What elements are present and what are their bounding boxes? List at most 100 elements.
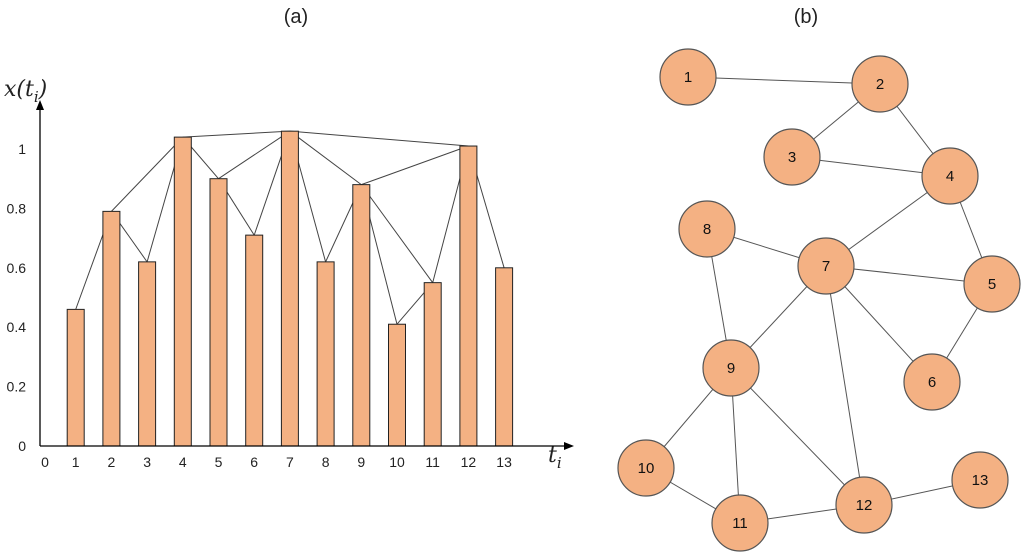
y-tick-label: 0.8 (7, 200, 27, 216)
x-origin-label: 0 (41, 454, 49, 470)
node-4: 4 (921, 147, 979, 205)
x-axis-arrow-icon (564, 442, 574, 450)
x-tick-label-9: 9 (357, 454, 365, 470)
node-label-6: 6 (928, 374, 936, 391)
panel-a-label: (a) (284, 6, 308, 28)
node-circle-10 (617, 439, 675, 497)
axes (36, 100, 574, 450)
visibility-edge-5-7 (218, 130, 291, 180)
node-circle-11 (711, 494, 769, 552)
node-circle-5 (963, 255, 1021, 313)
x-axis-title: ti (548, 443, 562, 472)
x-tick-label-8: 8 (322, 454, 330, 470)
network-edge-7-12 (825, 265, 865, 506)
node-label-12: 12 (856, 497, 873, 514)
x-tick-label-3: 3 (143, 454, 151, 470)
node-label-11: 11 (732, 515, 748, 532)
node-label-4: 4 (946, 168, 954, 185)
node-3: 3 (763, 128, 821, 186)
bar-5 (209, 178, 228, 447)
visibility-edge-7-9 (289, 130, 362, 186)
bar-8 (316, 261, 335, 447)
y-axis-title: x(ti) (4, 77, 47, 106)
x-tick-label-1: 1 (72, 454, 80, 470)
y-tick-label: 0.2 (7, 379, 27, 395)
node-10: 10 (617, 439, 675, 497)
x-tick-label-2: 2 (108, 454, 116, 470)
bar-2 (102, 210, 121, 447)
y-axis-title-sub: i (34, 88, 39, 106)
node-label-9: 9 (727, 360, 735, 377)
node-circle-1 (659, 48, 717, 106)
node-circle-7 (797, 237, 855, 295)
x-tick-label-7: 7 (286, 454, 294, 470)
node-label-2: 2 (876, 76, 884, 93)
y-axis-title-main: x(t (4, 77, 34, 102)
y-axis-title-close: ) (38, 77, 48, 102)
y-tick-label: 0.4 (7, 319, 27, 335)
node-12: 12 (835, 476, 893, 534)
visibility-edge-4-7 (182, 130, 290, 138)
node-label-13: 13 (972, 472, 989, 489)
x-tick-label-11: 11 (425, 454, 440, 470)
node-label-5: 5 (988, 276, 996, 293)
bar-1 (66, 308, 85, 447)
node-circle-6 (903, 353, 961, 411)
visibility-edge-7-12 (289, 130, 469, 147)
node-6: 6 (903, 353, 961, 411)
panel-b-label: (b) (794, 6, 818, 28)
node-circle-3 (763, 128, 821, 186)
y-tick-label: 0 (18, 438, 26, 454)
network-edge-9-12 (730, 367, 865, 506)
visibility-edge-9-11 (360, 184, 434, 283)
visibility-edge-2-4 (111, 136, 184, 212)
network-edge-1-2 (687, 76, 881, 85)
node-label-10: 10 (638, 460, 655, 477)
node-circle-9 (702, 339, 760, 397)
x-tick-label-12: 12 (461, 454, 477, 470)
bar-3 (138, 261, 157, 447)
node-8: 8 (678, 200, 736, 258)
bar-12 (459, 145, 478, 447)
node-circle-8 (678, 200, 736, 258)
bar-13 (495, 267, 514, 447)
visibility-edge-9-12 (361, 145, 469, 186)
y-tick-label: 0.6 (7, 260, 27, 276)
bar-4 (173, 136, 192, 447)
x-tick-label-13: 13 (496, 454, 512, 470)
node-label-7: 7 (822, 258, 830, 275)
node-1: 1 (659, 48, 717, 106)
node-2: 2 (851, 55, 909, 113)
node-circle-2 (851, 55, 909, 113)
bar-10 (388, 323, 406, 447)
node-label-8: 8 (703, 221, 711, 238)
bar-11 (423, 282, 442, 447)
y-axis-arrow-icon (36, 100, 44, 110)
x-axis-title-sub: i (557, 454, 562, 472)
node-circle-13 (951, 451, 1009, 509)
x-tick-label-4: 4 (179, 454, 187, 470)
node-label-1: 1 (684, 69, 692, 86)
x-tick-label-6: 6 (250, 454, 258, 470)
y-tick-labels: 0 0.2 0.4 0.6 0.8 1 (7, 141, 27, 454)
node-9: 9 (702, 339, 760, 397)
x-axis-title-main: t (548, 443, 557, 468)
bars (66, 130, 514, 447)
y-tick-label: 1 (18, 141, 26, 157)
node-circle-12 (835, 476, 893, 534)
node-11: 11 (711, 494, 769, 552)
node-7: 7 (797, 237, 855, 295)
bar-7 (280, 130, 299, 447)
bar-9 (352, 184, 371, 447)
bar-6 (245, 234, 264, 447)
network-edges (645, 76, 993, 524)
x-tick-label-10: 10 (389, 454, 405, 470)
node-label-3: 3 (788, 149, 796, 166)
node-5: 5 (963, 255, 1021, 313)
node-circle-4 (921, 147, 979, 205)
